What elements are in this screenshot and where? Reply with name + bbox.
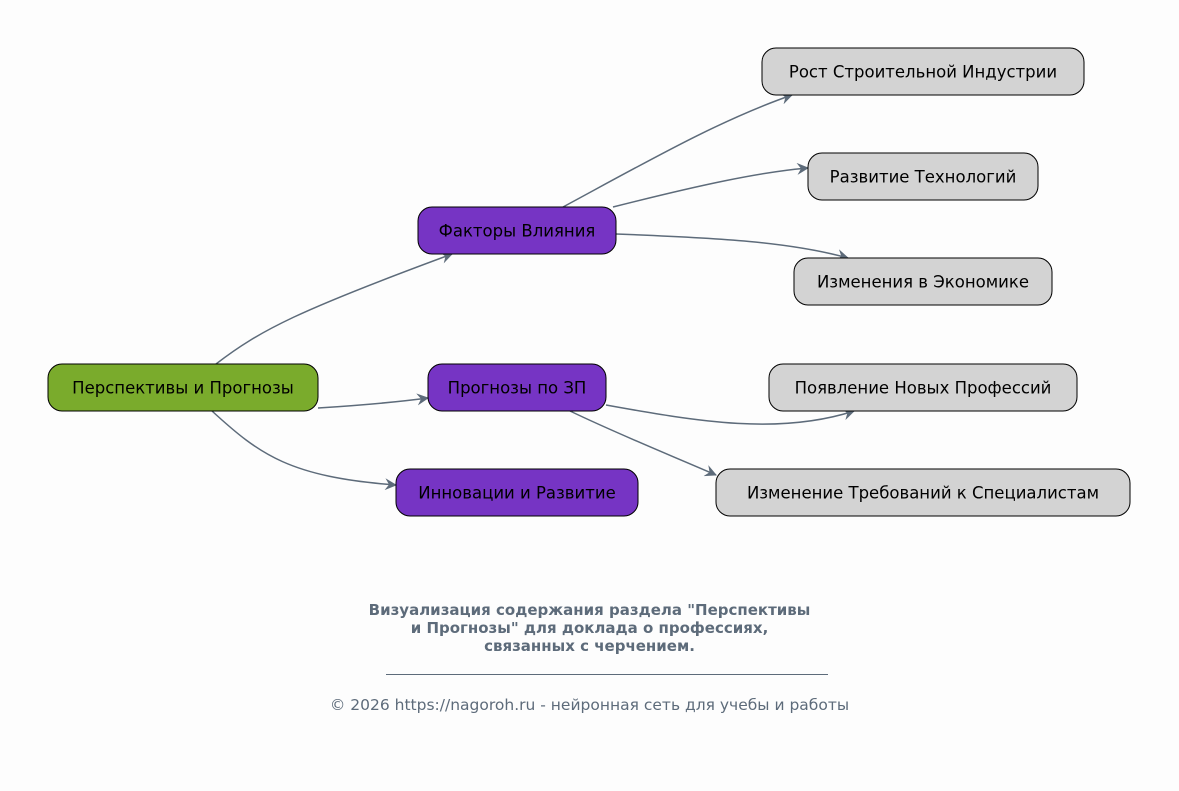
node-factors[interactable]: Факторы Влияния [417,206,617,255]
node-construction[interactable]: Рост Строительной Индустрии [761,47,1085,96]
node-salary[interactable]: Прогнозы по ЗП [427,363,607,412]
caption-line: и Прогнозы" для доклада о профессиях, [410,619,769,637]
node-label: Развитие Технологий [830,168,1017,187]
node-root[interactable]: Перспективы и Прогнозы [47,363,319,412]
caption-line: связанных с черчением. [484,637,695,655]
footer-copyright: © 2026 https://nagoroh.ru - нейронная се… [329,696,850,714]
node-innovation[interactable]: Инновации и Развитие [395,468,639,517]
edge-factors-construction [562,92,793,208]
node-label: Изменение Требований к Специалистам [747,484,1099,503]
node-technology[interactable]: Развитие Технологий [807,152,1039,201]
edge-factors-economy [615,233,849,261]
node-label: Рост Строительной Индустрии [789,63,1057,82]
node-label: Появление Новых Профессий [795,379,1052,398]
node-economy[interactable]: Изменения в Экономике [793,257,1053,306]
node-requirements[interactable]: Изменение Требований к Специалистам [715,468,1131,517]
node-label: Изменения в Экономике [817,273,1029,292]
node-label: Инновации и Развитие [418,484,616,503]
edge-factors-technology [612,162,809,208]
diagram-caption: Визуализация содержания раздела "Перспек… [0,601,1179,655]
caption-line: Визуализация содержания раздела "Перспек… [368,601,811,619]
node-label: Факторы Влияния [439,222,596,241]
edge-root-salary [317,393,429,409]
edge-salary-new-professions [605,404,855,425]
node-new-professions[interactable]: Появление Новых Профессий [768,363,1078,412]
edge-root-factors [215,252,453,365]
node-label: Перспективы и Прогнозы [72,379,294,398]
edges [211,92,855,491]
edge-salary-requirements [569,410,717,477]
node-label: Прогнозы по ЗП [448,379,587,398]
edge-root-innovation [211,410,397,491]
divider [386,674,828,675]
